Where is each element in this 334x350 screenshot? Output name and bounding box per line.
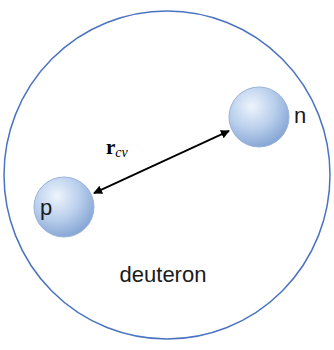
distance-arrow bbox=[94, 131, 229, 193]
particle-name: p bbox=[40, 195, 52, 221]
distance-symbol: rcv bbox=[104, 136, 130, 164]
particle-ball bbox=[34, 177, 94, 237]
particle-name: n bbox=[294, 103, 306, 129]
particle-ball bbox=[229, 87, 289, 147]
sphere-shape bbox=[228, 86, 290, 148]
boundary-circle bbox=[4, 11, 330, 339]
outline-circle bbox=[3, 10, 331, 340]
neutron-sphere: n bbox=[228, 86, 290, 148]
nucleus-name: deuteron bbox=[120, 262, 207, 288]
proton-sphere: p bbox=[33, 176, 95, 238]
nucleus-outline: deuteron p n bbox=[3, 10, 331, 340]
